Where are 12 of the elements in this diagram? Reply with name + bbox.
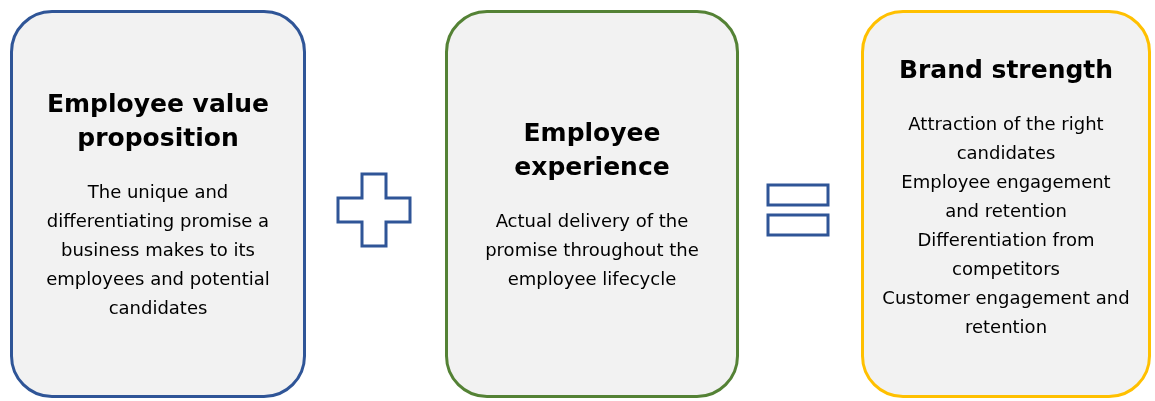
rounded-card <box>10 10 306 398</box>
card-text: The unique and differentiating promise a business makes to its employees and potential candidates <box>45 179 271 320</box>
card-text: Employee engagement and retention <box>900 170 1112 223</box>
card-text: Customer engagement and retention <box>882 286 1130 339</box>
card-text: Actual delivery of the promise throughout the employee lifecycle <box>484 208 700 291</box>
card-heading: Brand strength <box>898 54 1114 86</box>
card-text: Attraction of the right candidates <box>907 112 1105 165</box>
rounded-card <box>445 10 739 398</box>
rounded-card <box>861 10 1151 398</box>
card-heading: Employee value proposition <box>45 87 271 154</box>
card-text: Differentiation from competitors <box>916 228 1096 281</box>
card-heading: Employee experience <box>513 116 671 183</box>
